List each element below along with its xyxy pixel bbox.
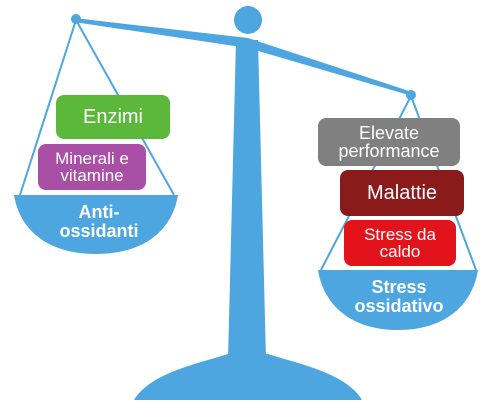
scale-pillar [228,40,266,360]
scale-base [134,354,362,400]
scale-beam [74,18,412,96]
block-stress-da-caldo: Stress da caldo [344,220,456,266]
beam-left-end [71,14,81,24]
block-minerali-vitamine: Minerali e vitamine [38,144,146,190]
right-pan-label: Stress ossidativo [354,277,444,316]
block-enzimi: Enzimi [56,95,170,139]
block-malattie: Malattie [340,170,464,216]
left-pan-label: Anti- ossidanti [59,202,139,241]
beam-right-end [406,90,416,100]
right-pan [318,270,478,330]
left-string-1 [19,19,77,196]
scale-knob [234,6,262,34]
left-pan [14,195,178,254]
block-elevate-performance: Elevate performance [318,118,460,166]
